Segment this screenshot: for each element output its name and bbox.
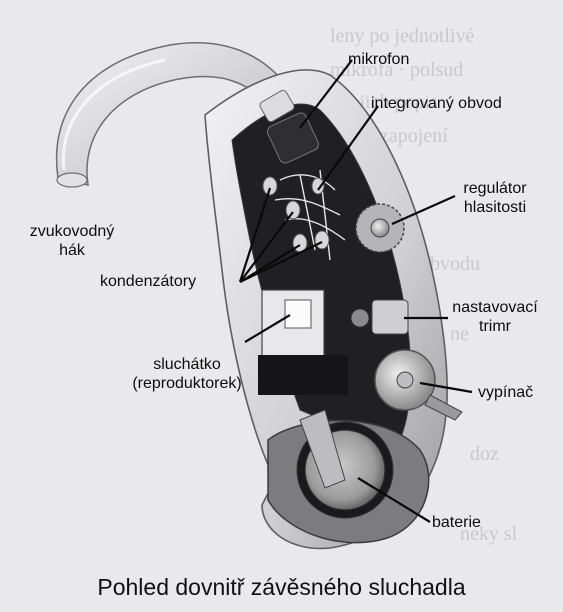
label-kondenzatory: kondenzátory bbox=[100, 272, 196, 291]
svg-text:zapojení: zapojení bbox=[380, 125, 448, 147]
label-sluchatko-line2: (reproduktorek) bbox=[112, 374, 262, 393]
volume-regulator-wheel bbox=[356, 204, 404, 252]
label-sluchatko: sluchátko (reproduktorek) bbox=[112, 355, 262, 393]
label-integrovany-obvod: integrovaný obvod bbox=[371, 94, 502, 113]
label-regulator-line2: hlasitosti bbox=[455, 198, 535, 217]
label-regulator: regulátor hlasitosti bbox=[455, 179, 535, 217]
label-nastavovaci-line2: trimr bbox=[445, 317, 545, 336]
label-nastavovaci-line1: nastavovací bbox=[445, 298, 545, 317]
svg-text:leny po jednotlivé: leny po jednotlivé bbox=[330, 25, 475, 47]
label-nastavovaci-trimr: nastavovací trimr bbox=[445, 298, 545, 336]
label-vypinac: vypínač bbox=[478, 383, 533, 402]
label-sluchatko-line1: sluchátko bbox=[112, 355, 262, 374]
label-zvukovodny-line2: hák bbox=[22, 241, 122, 260]
label-zvukovodny-hak: zvukovodný hák bbox=[22, 222, 122, 260]
figure-caption: Pohled dovnitř závěsného sluchadla bbox=[0, 574, 563, 601]
label-zvukovodny-line1: zvukovodný bbox=[22, 222, 122, 241]
label-regulator-line1: regulátor bbox=[455, 179, 535, 198]
svg-text:doz: doz bbox=[470, 443, 499, 465]
label-mikrofon: mikrofon bbox=[348, 50, 409, 69]
label-baterie: baterie bbox=[432, 513, 481, 532]
